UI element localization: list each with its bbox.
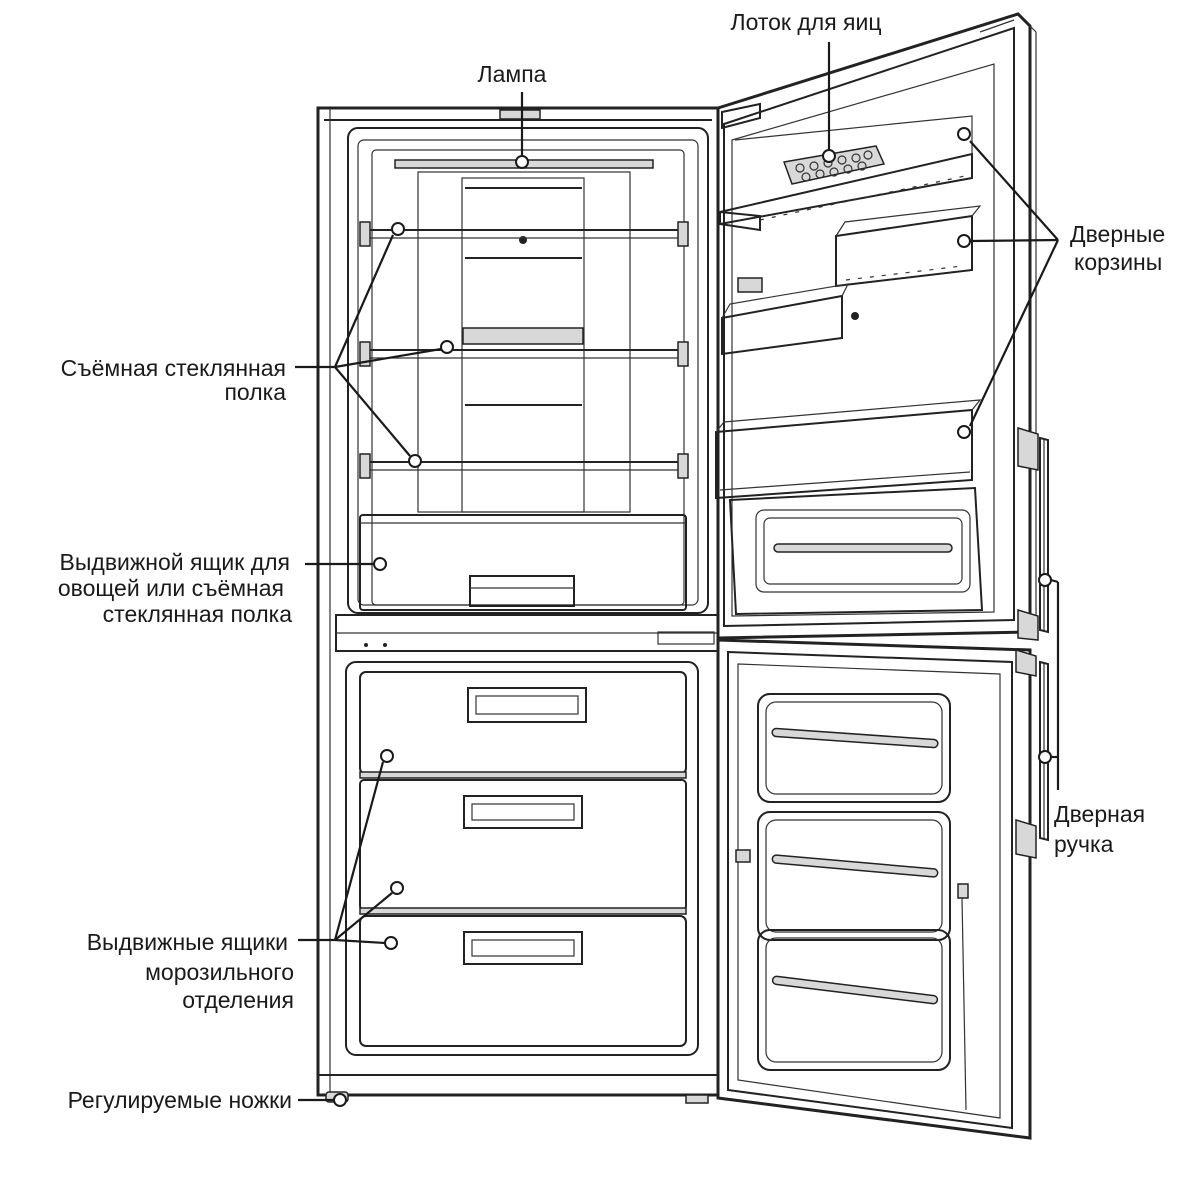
label-adjustable-feet: Регулируемые ножки: [68, 1087, 292, 1113]
label-freezer-drawers-line1: Выдвижные ящики: [87, 929, 288, 955]
label-crisper-line1: Выдвижной ящик для: [60, 549, 290, 575]
label-door-handle-line2: ручка: [1054, 831, 1114, 857]
label-lamp: Лампа: [478, 61, 547, 87]
label-crisper-line2: овощей или съёмная: [58, 575, 284, 601]
label-egg-tray: Лоток для яиц: [730, 9, 881, 35]
fridge-door: [716, 14, 1038, 640]
label-door-bins-line2: корзины: [1074, 249, 1162, 275]
freezer-door: [718, 640, 1036, 1138]
label-door-handle-line1: Дверная: [1054, 801, 1145, 827]
label-freezer-drawers-line2: морозильного: [145, 959, 294, 985]
label-door-bins-line1: Дверные: [1070, 221, 1165, 247]
label-freezer-drawers-line3: отделения: [182, 987, 294, 1013]
label-crisper-line3: стеклянная полка: [103, 601, 293, 627]
label-glass-shelf-line1: Съёмная стеклянная: [61, 355, 286, 381]
door-handle: [1040, 438, 1048, 840]
label-glass-shelf-line2: полка: [224, 379, 286, 405]
